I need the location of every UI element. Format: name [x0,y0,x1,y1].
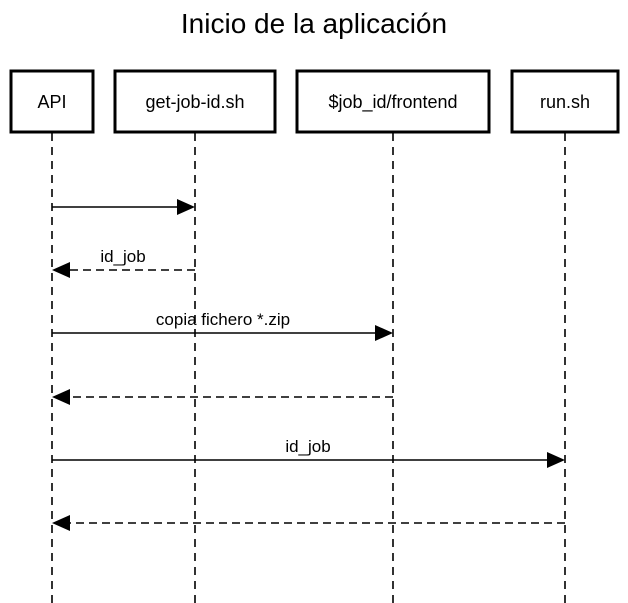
participant-frontend: $job_id/frontend [295,69,491,134]
message-api-to-frontend: copia fichero *.zip [52,310,393,341]
message-label: id_job [100,247,145,266]
arrowhead-icon [52,262,70,278]
message-frontend-to-api [52,389,393,405]
message-get-job-id-to-api: id_job [52,247,195,278]
diagram-title: Inicio de la aplicación [181,8,447,39]
message-api-to-get-job-id [52,199,195,215]
arrowhead-icon [375,325,393,341]
participant-label: run.sh [540,92,590,112]
participant-label: get-job-id.sh [145,92,244,112]
arrowhead-icon [177,199,195,215]
participant-run: run.sh [510,69,620,134]
participant-label: $job_id/frontend [328,92,457,113]
arrowhead-icon [52,389,70,405]
participant-label: API [37,92,66,112]
participant-get-job-id: get-job-id.sh [113,69,277,134]
arrowhead-icon [52,515,70,531]
participant-api: API [9,69,95,134]
arrowhead-icon [547,452,565,468]
message-label: copia fichero *.zip [156,310,290,329]
message-api-to-run: id_job [52,437,565,468]
message-label: id_job [285,437,330,456]
message-run-to-api [52,515,565,531]
